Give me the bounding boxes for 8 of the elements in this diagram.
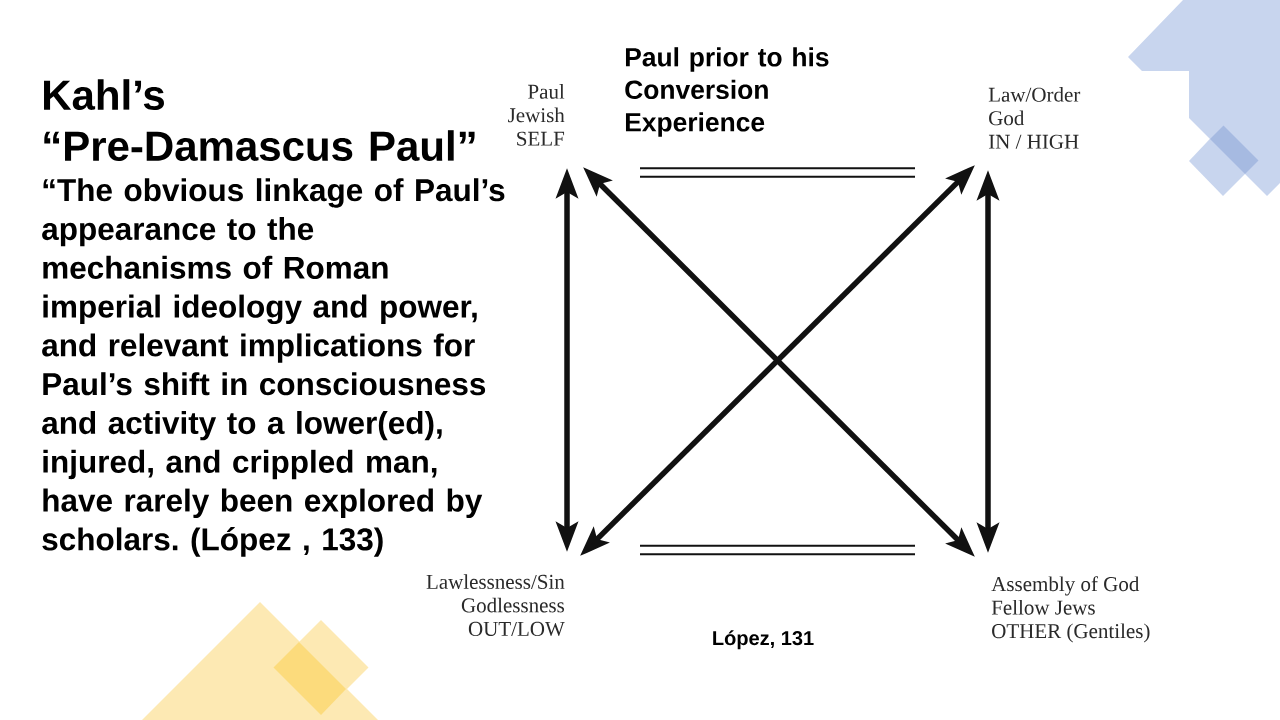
source-citation: López, 131 [713,630,814,650]
title: Kahl’s “Pre-Damascus Paul” [44,79,475,162]
quote-paragraph: “The obvious linkage of Paul’s appearance to the mechanisms of Roman imperial ideology and power, and relevant implications for Paul’s shift in consciousness and activity to a lower(ed), injured, and crippled man, have rarely been explored by scholars. (López , 133) [42,178,505,557]
term-label: Assembly of God Fellow Jews OTHER (Gentiles) [991,576,1150,643]
diagram-heading: Paul prior to his Conversion Experience [625,47,829,137]
term-label: Paul Jewish SELF [508,84,565,146]
term-label: Lawlessness/Sin Godlessness OUT/LOW [426,574,565,637]
term-label: Law/Order God IN / HIGH [988,87,1081,149]
